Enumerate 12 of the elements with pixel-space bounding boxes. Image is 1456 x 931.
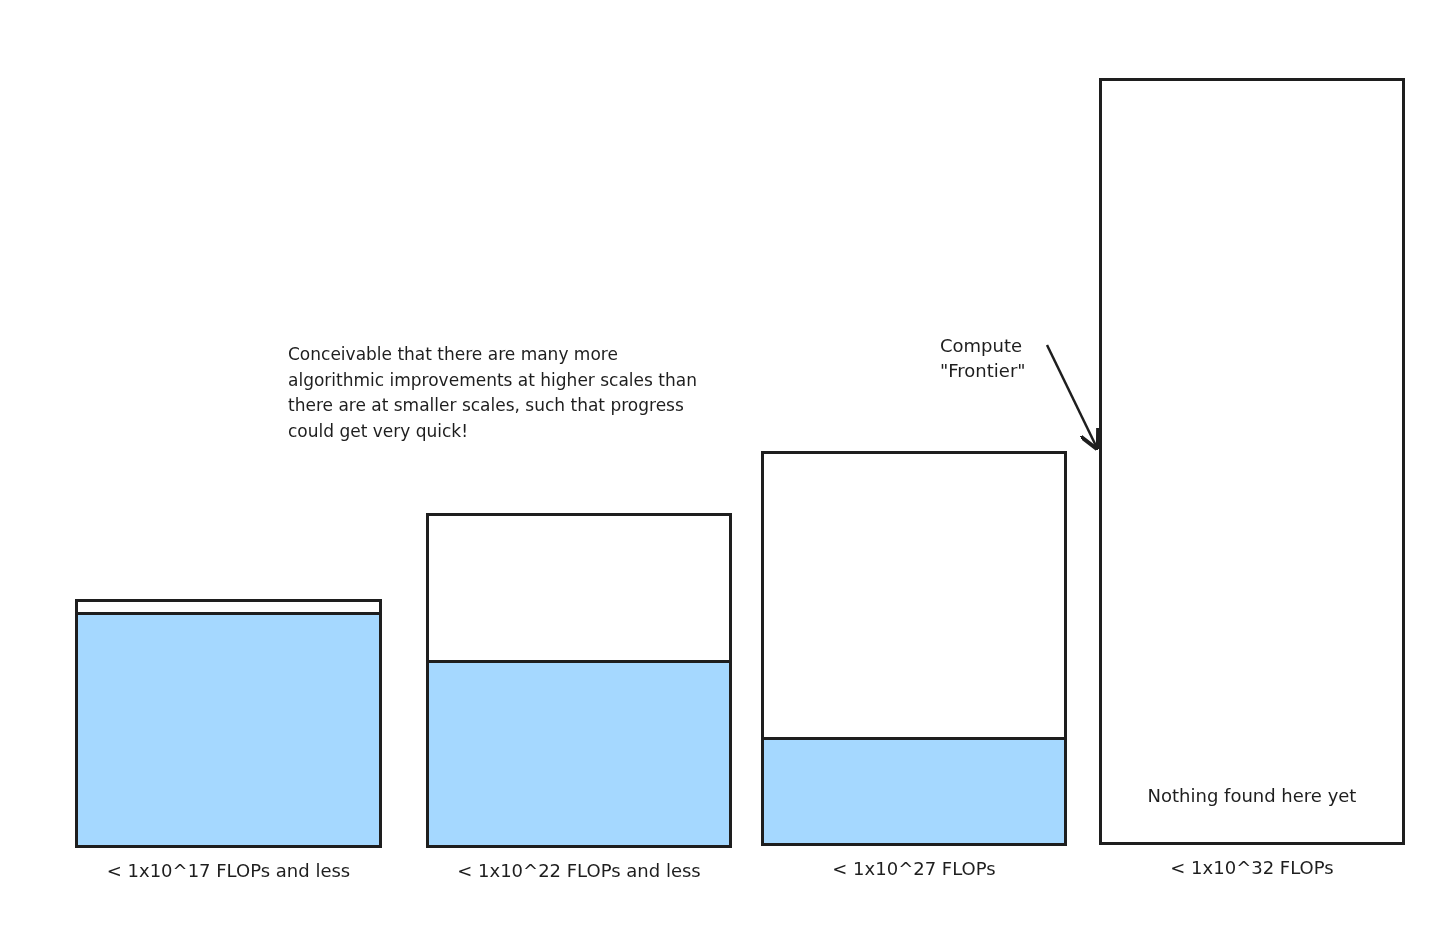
bar-box [1099, 78, 1405, 845]
category-label: < 1x10^22 FLOPs and less [456, 860, 702, 881]
note-text: Conceivable that there are many more algorithmic improvements at higher scales than there are at smaller scales, such that progress could get very quick! [288, 343, 698, 443]
category-label: < 1x10^27 FLOPs [831, 858, 997, 879]
category-label: < 1x10^32 FLOPs [1169, 857, 1335, 878]
bar-box [426, 513, 732, 848]
category-label: < 1x10^17 FLOPs and less [105, 860, 352, 881]
bar-box [75, 599, 382, 848]
bar-note: Nothing found here yet [1146, 785, 1358, 806]
annotation-text: Compute "Frontier" [940, 333, 1050, 385]
arrow [1045, 344, 1101, 452]
bar-box [761, 451, 1067, 846]
